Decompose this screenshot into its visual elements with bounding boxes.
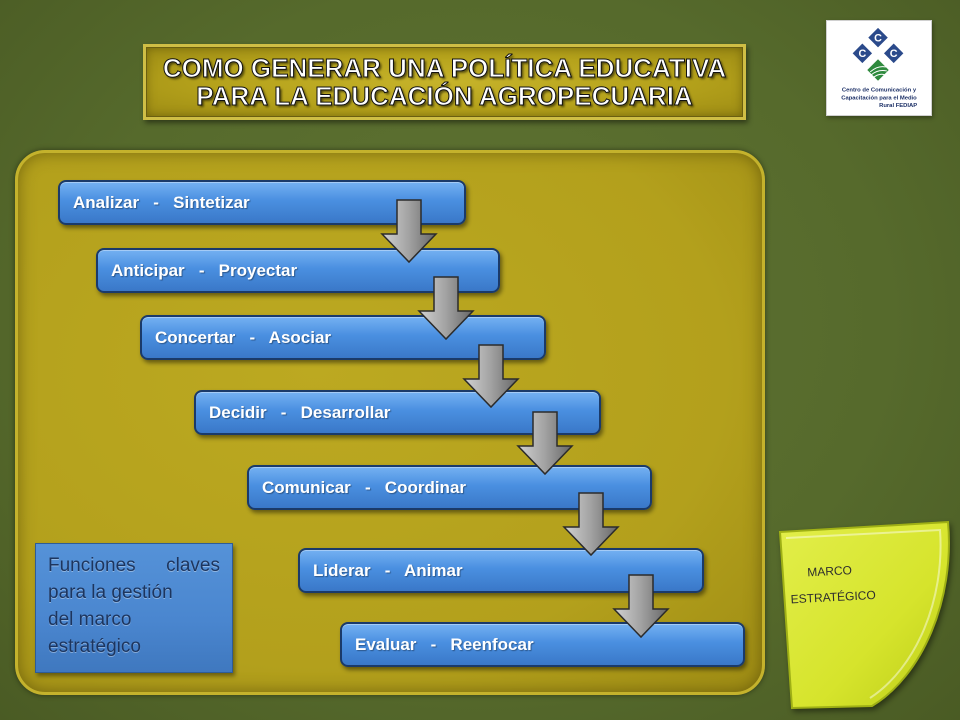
step-label: Liderar - Animar <box>313 560 463 580</box>
logo-diamond-right <box>881 41 906 66</box>
logo-letter-top: C <box>874 33 882 45</box>
title-banner: COMO GENERAR UNA POLÍTICA EDUCATIVA PARA… <box>143 44 746 120</box>
logo-letter-right: C <box>890 48 898 60</box>
logo-letter-left: C <box>858 48 866 60</box>
note-line-3: del marco <box>48 609 132 630</box>
step-bar-decidir: Decidir - Desarrollar <box>194 390 601 435</box>
step-bar-analizar: Analizar - Sintetizar <box>58 180 466 225</box>
ccc-diamond-logo-icon: C C C Centro de Comunicación y Capacitac… <box>841 25 917 109</box>
step-label: Anticipar - Proyectar <box>111 260 298 280</box>
note-line-4: estratégico <box>48 636 141 657</box>
title-line-2: PARA LA EDUCACIÓN AGROPECUARIA <box>196 81 693 111</box>
note-line-2: para la gestión <box>48 582 173 603</box>
note-box: Funciones claves para la gestión del mar… <box>35 543 233 673</box>
step-label: Decidir - Desarrollar <box>209 402 391 422</box>
tag-line-1: MARCO <box>807 563 852 579</box>
step-bar-concertar: Concertar - Asociar <box>140 315 546 360</box>
logo-caption-line-3: Rural FEDIAP <box>879 103 917 109</box>
logo-caption-line-1: Centro de Comunicación y <box>842 88 917 94</box>
step-bar-evaluar: Evaluar - Reenfocar <box>340 622 745 667</box>
step-label: Comunicar - Coordinar <box>262 477 467 497</box>
tag-shape <box>778 520 950 710</box>
fediap-logo: C C C Centro de Comunicación y Capacitac… <box>826 20 932 116</box>
step-label: Concertar - Asociar <box>155 327 332 347</box>
step-bar-liderar: Liderar - Animar <box>298 548 704 593</box>
logo-diamond-left <box>850 41 875 66</box>
title-line-1: COMO GENERAR UNA POLÍTICA EDUCATIVA <box>162 53 727 83</box>
note-line-1: Funciones claves <box>48 555 220 576</box>
logo-caption-line-2: Capacitación para el Medio <box>841 95 917 101</box>
step-label: Analizar - Sintetizar <box>73 192 250 212</box>
tag-line-2: ESTRATÉGICO <box>790 587 876 606</box>
logo-field-diamond <box>865 57 891 83</box>
step-label: Evaluar - Reenfocar <box>355 634 534 654</box>
tag-highlight <box>785 528 942 699</box>
step-bar-anticipar: Anticipar - Proyectar <box>96 248 500 293</box>
step-bar-comunicar: Comunicar - Coordinar <box>247 465 652 510</box>
logo-diamond-top <box>866 25 890 50</box>
logo-field-lines <box>869 66 887 79</box>
